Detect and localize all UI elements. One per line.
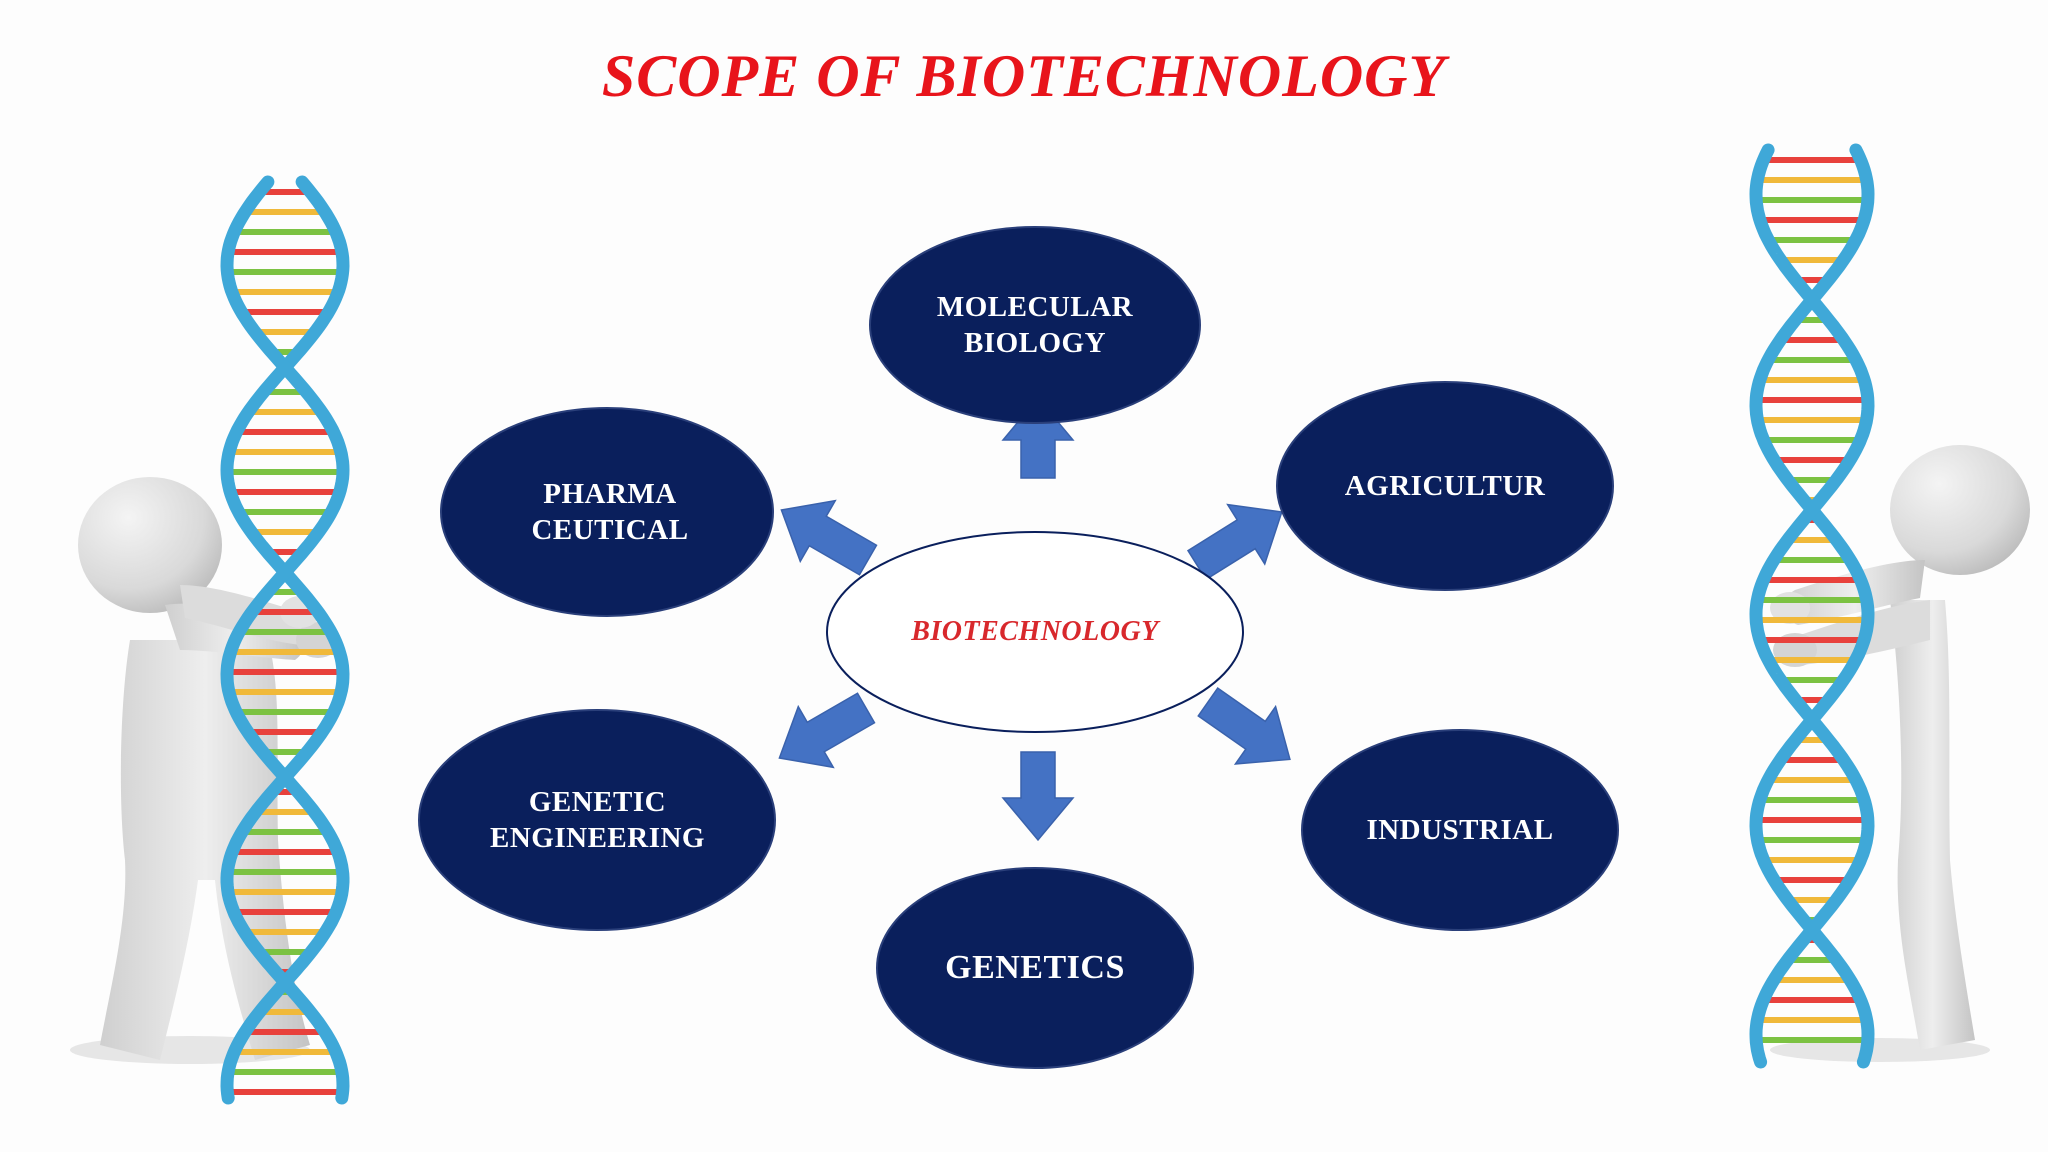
node-shapes xyxy=(418,226,1619,1069)
node-ellipse-agricultur xyxy=(1276,381,1614,591)
node-label-genetics: GENETICS xyxy=(945,949,1125,986)
arrow-industrial xyxy=(1197,687,1291,765)
arrow-genetic-engineering xyxy=(778,692,876,769)
node-ellipse-industrial xyxy=(1301,729,1619,931)
arrows-group xyxy=(778,396,1291,842)
node-ellipse-molecular-biology xyxy=(869,226,1201,424)
arrow-genetics xyxy=(1001,751,1075,842)
arrow-pharmaceutical xyxy=(780,499,878,576)
node-ellipse-pharmaceutical xyxy=(440,407,774,617)
center-label: BIOTECHNOLOGY xyxy=(911,616,1159,647)
node-label-molecular-biology: MOLECULAR BIOLOGY xyxy=(936,291,1134,359)
node-label-pharmaceutical: PHARMA CEUTICAL xyxy=(531,478,689,546)
node-label-industrial: INDUSTRIAL xyxy=(1366,814,1554,846)
node-label-agricultur: AGRICULTUR xyxy=(1344,470,1546,502)
node-label-genetic-engineering: GENETIC ENGINEERING xyxy=(490,786,705,854)
arrow-agricultur xyxy=(1186,503,1283,581)
slide-title: SCOPE OF BIOTECHNOLOGY xyxy=(601,43,1447,109)
center-ellipse xyxy=(826,531,1244,733)
left-dna-helix-icon xyxy=(220,175,350,1105)
right-dna-helix-icon xyxy=(1749,143,1875,1069)
node-ellipse-genetics xyxy=(876,867,1194,1069)
node-ellipse-genetic-engineering xyxy=(418,709,776,931)
